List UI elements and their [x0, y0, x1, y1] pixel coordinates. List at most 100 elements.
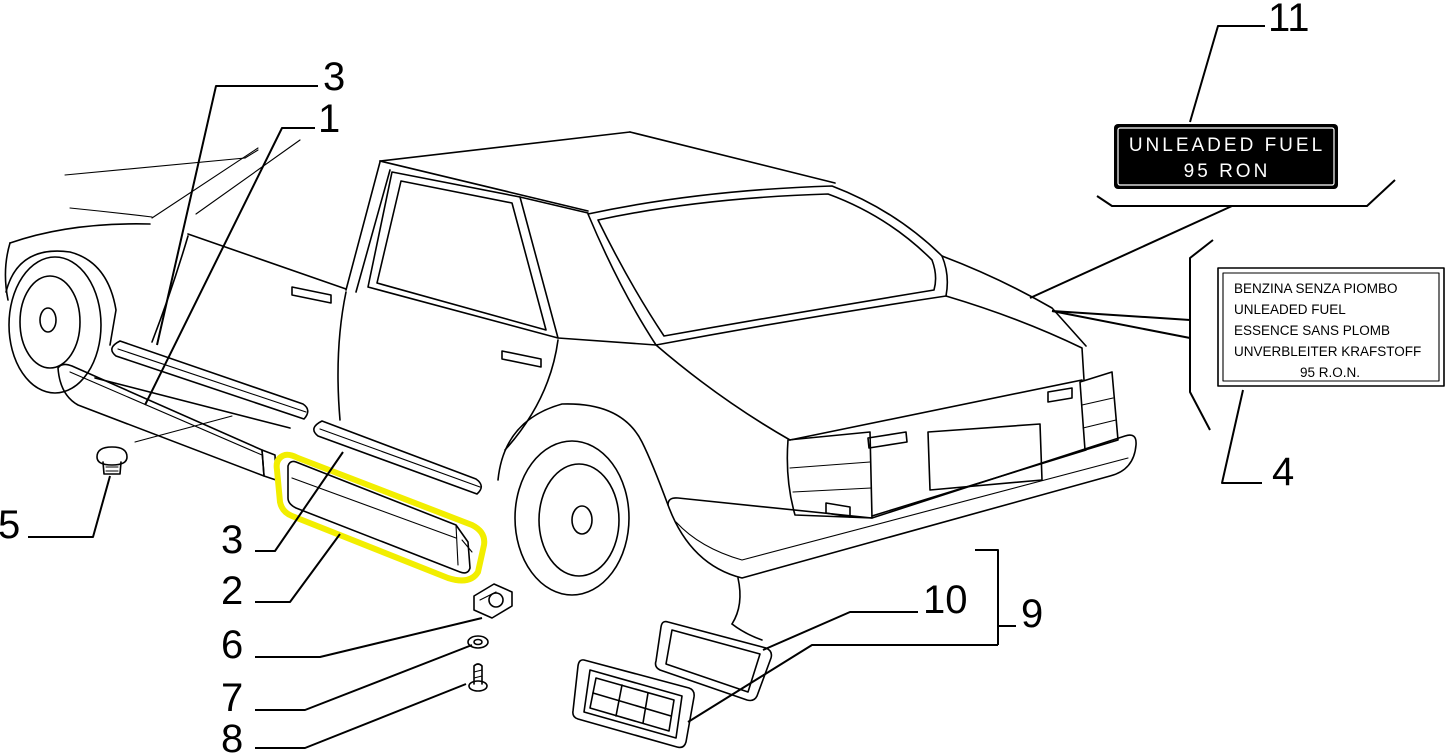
tail-light-right-divider-2 [1082, 419, 1117, 429]
screw-part-8-shank [473, 663, 483, 685]
hood-edge-far [64, 157, 246, 176]
leader-5 [28, 475, 111, 538]
clip-part-5 [96, 446, 128, 475]
decal-part-11-line-1: UNLEADED FUEL [1129, 135, 1325, 156]
trim-part-3-upper-outline [111, 340, 309, 420]
windshield-pillar-inner [195, 139, 301, 215]
leader-10 [762, 611, 918, 651]
clip-part-6-hole [488, 592, 504, 608]
rear-rim [538, 463, 620, 577]
rear-door-rear-edge [504, 339, 559, 451]
clip-part-5-stem [102, 461, 122, 475]
callout-3-upper: 3 [323, 55, 345, 99]
rear-window-outer [587, 185, 949, 346]
sill-trim-part-1-outline [57, 363, 265, 477]
clip-part-6-body [473, 583, 513, 619]
rear-bumper [667, 434, 1137, 579]
quarter-belt-line [557, 337, 657, 346]
callout-8: 8 [221, 717, 243, 754]
tail-light-right-divider-1 [1081, 397, 1114, 406]
decal-part-11-line-2: 95 RON [1184, 161, 1271, 182]
decal-part-4-outer-border [1217, 267, 1445, 387]
decal-part-4: BENZINA SENZA PIOMBO UNLEADED FUEL ESSEN… [1217, 267, 1445, 387]
tail-light-left-divider-1 [789, 461, 871, 469]
trim-part-3-lower [313, 420, 483, 495]
license-plate [927, 423, 1043, 491]
door-split-line [337, 291, 347, 421]
leader-7 [255, 644, 473, 711]
trunk-lid-rear-edge [789, 379, 1083, 441]
decal-part-4-line-5: 95 R.O.N. [1300, 365, 1360, 380]
decal-part-11-inner-border [1117, 127, 1335, 186]
tail-light-right [1079, 371, 1119, 451]
gasket-part-10 [654, 620, 773, 702]
decal-part-11: UNLEADED FUEL 95 RON [1114, 124, 1338, 189]
roof-near-edge [379, 160, 589, 212]
car-cabin [94, 131, 836, 451]
sill-trim-part-2-end-tab [461, 539, 473, 553]
leader-6 [255, 617, 483, 658]
callout-5: 5 [0, 503, 20, 547]
rear-hub [571, 505, 593, 535]
decal-part-4-line-1: BENZINA SENZA PIOMBO [1234, 281, 1398, 296]
trunk-reflector-right [1047, 387, 1073, 403]
leader-3-upper [156, 85, 318, 346]
decal-part-11-leader [1029, 205, 1233, 299]
clip-part-6 [473, 583, 513, 619]
decal-part-4-line-2: UNLEADED FUEL [1234, 302, 1346, 317]
tail-light-left-divider-2 [792, 487, 872, 493]
door-handle-front [291, 286, 332, 304]
b-pillar-outer [345, 161, 381, 291]
leader-3-lower [255, 451, 344, 552]
callout-numbers: 11 3 1 5 3 2 6 7 8 10 9 4 [0, 0, 1310, 754]
leader-4 [1221, 389, 1262, 484]
screw-part-8 [468, 663, 488, 692]
trunk-lid-far-line [945, 295, 1085, 381]
car-rear-section [497, 185, 1137, 641]
front-fender-line [9, 223, 151, 244]
vent-grille-part-9 [572, 659, 695, 749]
underbody-line-1 [731, 577, 741, 625]
trim-part-3-upper-inner-line [117, 348, 307, 413]
sill-trim-part-1-inner-line [69, 371, 263, 456]
rear-fender-top [941, 255, 1087, 347]
windshield-pillar-outer [151, 147, 259, 219]
rear-tire [514, 440, 630, 596]
trim-part-3-upper [111, 340, 309, 420]
belt-line-front-door [187, 233, 347, 290]
hood-edge-near [69, 207, 153, 218]
clip-locator-line [134, 415, 233, 443]
decal-part-4-bracket [1189, 239, 1214, 431]
rear-door-window-glass [376, 180, 547, 331]
front-fender-front [4, 242, 11, 301]
callout-4: 4 [1272, 450, 1294, 494]
door-handle-rear [501, 350, 542, 368]
underbody-line-2 [731, 623, 763, 641]
decal-part-11-background [1114, 124, 1338, 189]
decal-part-4-leader-1 [1051, 310, 1191, 321]
leader-9 [687, 644, 998, 723]
trim-part-3-lower-inner-line [319, 428, 481, 488]
tail-light-left [786, 431, 873, 519]
sill-trim-part-1 [57, 363, 277, 481]
front-door-front-edge [151, 235, 189, 343]
washer-part-7-hole [473, 638, 483, 646]
front-tire [8, 256, 102, 394]
sill-trim-part-2-outline [287, 460, 471, 574]
callout-3-lower: 3 [221, 518, 243, 562]
decal-part-4-inner-border [1222, 272, 1440, 382]
rocker-line [94, 377, 291, 429]
callout-1: 1 [318, 97, 340, 141]
bumper-reflector [825, 502, 851, 518]
front-wheel-arch [5, 250, 117, 346]
callout-9: 9 [1021, 592, 1043, 636]
bumper-crease [675, 457, 1129, 561]
highlight-outline [273, 451, 488, 584]
roof-front-edge [379, 131, 631, 162]
callout-7: 7 [221, 676, 243, 720]
decal-part-4-line-3: ESSENCE SANS PLOMB [1234, 323, 1390, 338]
gasket-part-10-outer [654, 620, 773, 702]
rear-window-inner [597, 193, 937, 337]
screw-part-8-head [468, 680, 488, 692]
